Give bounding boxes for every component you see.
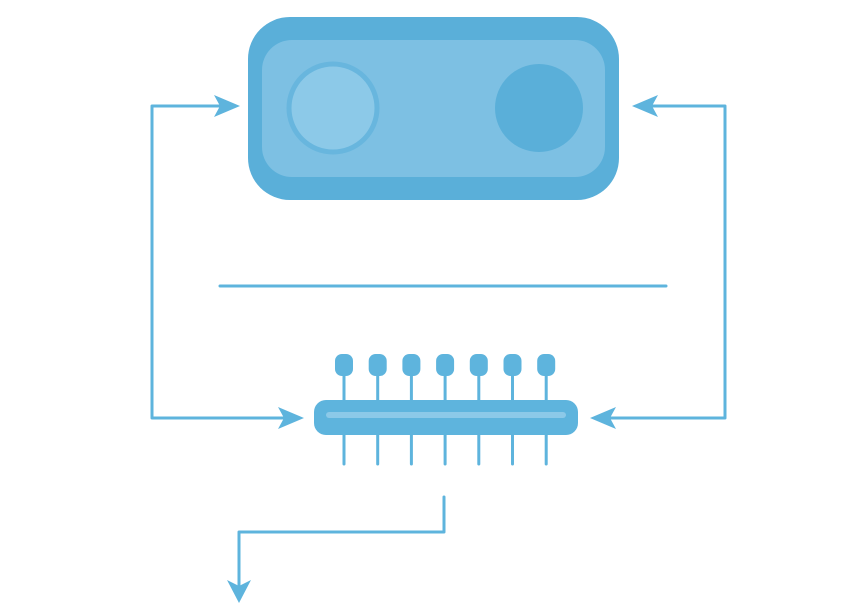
lens-right-icon <box>495 64 583 152</box>
arrow-icon <box>214 95 240 117</box>
multi-pin-connector-icon <box>314 354 578 466</box>
output-line <box>237 495 446 587</box>
right-loop-line <box>608 104 727 420</box>
left-loop-line <box>150 104 288 420</box>
arrow-icon <box>590 407 616 429</box>
arrow-icon <box>227 580 251 603</box>
camera-device-icon <box>248 17 619 200</box>
connector-pin-head <box>436 354 455 376</box>
arrow-icon <box>632 95 658 117</box>
arrow-icon <box>278 407 304 429</box>
connector-highlight <box>326 412 566 418</box>
connector-pin-head <box>469 354 488 376</box>
connector-pin-head <box>368 354 387 376</box>
connector-pin-head <box>402 354 421 376</box>
connector-pin-head <box>335 354 353 376</box>
lens-left-icon <box>286 61 380 155</box>
connector-pin-head <box>537 354 556 376</box>
connector-pin-head <box>503 354 522 376</box>
